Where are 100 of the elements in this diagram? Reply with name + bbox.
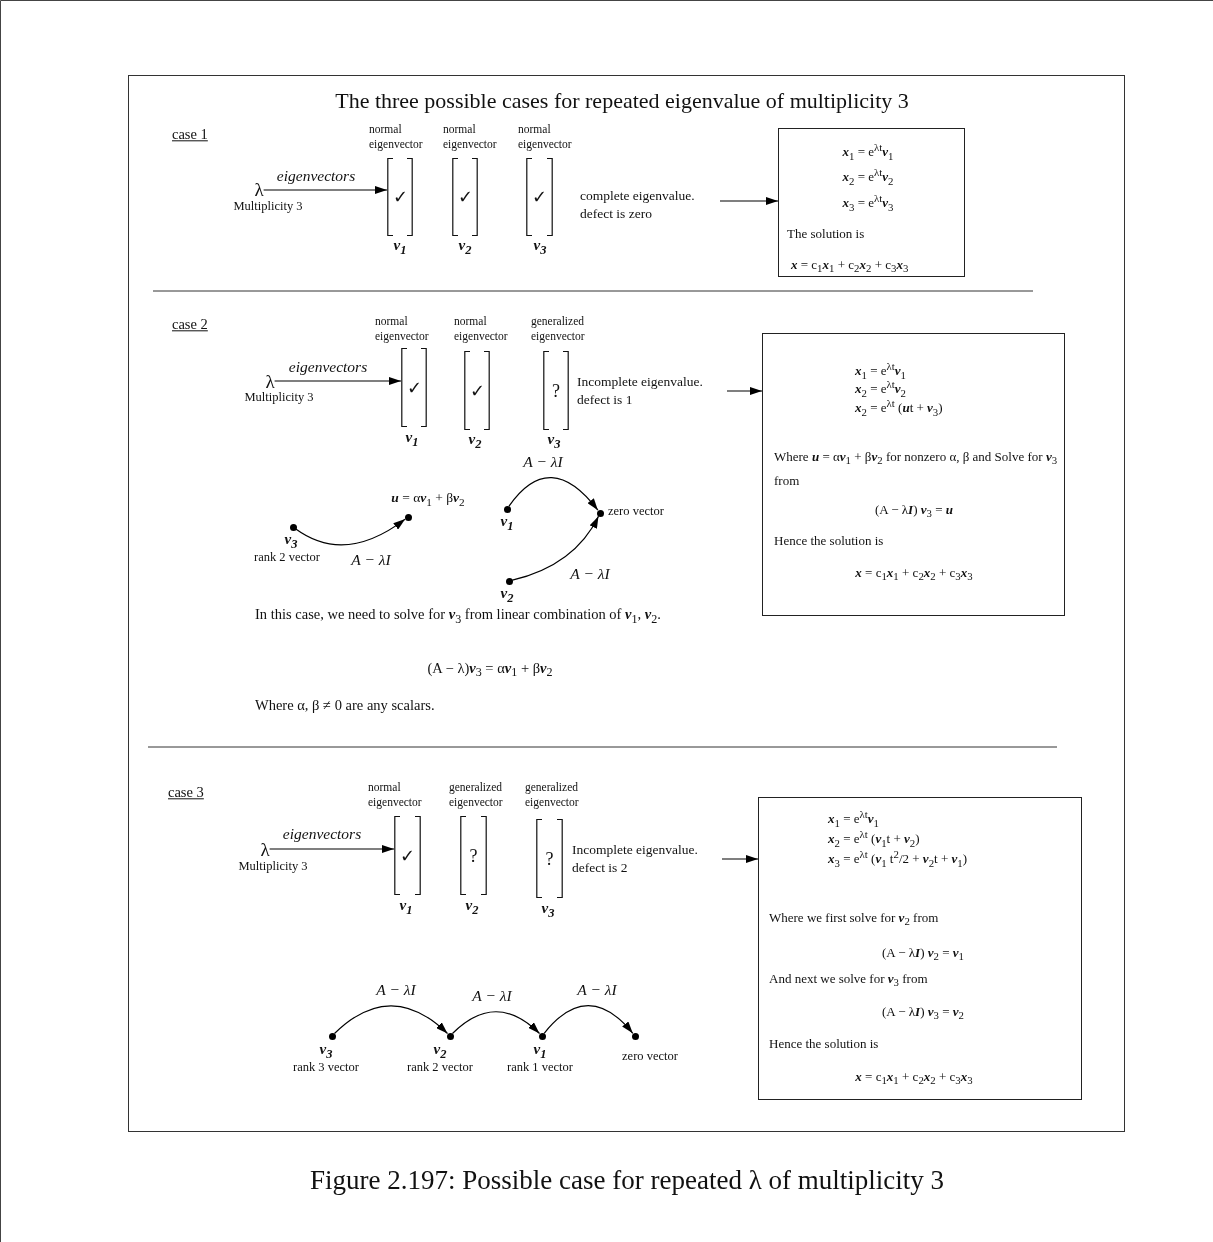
vector-entry: ✓ bbox=[399, 844, 416, 867]
case-heading: case 2 bbox=[172, 316, 208, 334]
arrow bbox=[295, 518, 406, 546]
point-dot bbox=[538, 1032, 546, 1040]
point-dot bbox=[505, 577, 513, 585]
formula: x$_{3}$ = e$^{λt}$ (v$_{1}$ t$^{2}$/2 + v$_{2}$t + v$_{1}$) bbox=[828, 848, 968, 870]
point-dot bbox=[631, 1032, 639, 1040]
arrow bbox=[726, 387, 763, 395]
paragraph: Where α, β ≠ 0 are any scalars. bbox=[255, 696, 436, 715]
formula: (A − λ)v$_{3}$ = αv$_{1}$ + βv$_{2}$ bbox=[427, 658, 553, 682]
annotation-text: zero vector bbox=[608, 503, 664, 519]
solution-text: The solution is bbox=[787, 226, 865, 242]
vector-type-label: generalized eigenvector bbox=[449, 780, 504, 810]
arrow bbox=[451, 1011, 541, 1035]
paragraph: In this case, we need to solve for v$_{3}$ from linear combination of v$_{1}$, v$_{2}$. bbox=[255, 605, 662, 628]
column-vector-bracket bbox=[401, 348, 427, 427]
arrow bbox=[274, 377, 402, 385]
column-vector-bracket bbox=[452, 158, 478, 236]
formula: x$_{1}$ = e$^{λt}$v$_{1}$ bbox=[828, 808, 879, 830]
vector-name: v$_{1}$ bbox=[533, 1040, 547, 1062]
arrow bbox=[263, 186, 388, 194]
vector-entry: ✓ bbox=[468, 379, 486, 402]
annotation-text: zero vector bbox=[622, 1048, 678, 1064]
vector-name: v$_{2}$ bbox=[458, 236, 472, 258]
formula: (A − λI) v$_{3}$ = u bbox=[874, 501, 954, 521]
solution-text: x = c$_{1}$x$_{1}$ + c$_{2}$x$_{2}$ + c$_{3}$x$_{3}$ bbox=[791, 256, 909, 276]
formula: x = c$_{1}$x$_{1}$ + c$_{2}$x$_{2}$ + c$_{3}$x$_{3}$ bbox=[855, 1068, 973, 1088]
column-vector-bracket bbox=[526, 158, 553, 236]
arrow bbox=[508, 476, 599, 511]
formula: (A − λI) v$_{2}$ = v$_{1}$ bbox=[882, 944, 964, 964]
arrow bbox=[269, 845, 395, 853]
column-vector-bracket bbox=[387, 158, 413, 236]
point-dot bbox=[446, 1032, 454, 1040]
vector-name: v$_{2}$ bbox=[468, 430, 482, 452]
solution-text: Hence the solution is bbox=[769, 1036, 879, 1052]
annotation-text: rank 2 vector bbox=[407, 1059, 473, 1075]
column-vector-bracket bbox=[394, 816, 421, 895]
vector-type-label: generalized eigenvector bbox=[531, 314, 586, 344]
formula: x$_{2}$ = e$^{λt}$v$_{2}$ bbox=[842, 166, 894, 188]
case-heading: case 3 bbox=[168, 784, 204, 802]
annotation-text: rank 3 vector bbox=[293, 1059, 359, 1075]
point-dot bbox=[328, 1032, 336, 1040]
solution-text: Hence the solution is bbox=[774, 533, 884, 549]
eigenvalue-note: complete eigenvalue. defect is zero bbox=[580, 187, 720, 223]
point-dot bbox=[503, 505, 511, 513]
column-vector-bracket bbox=[464, 351, 490, 430]
arrow bbox=[333, 1005, 449, 1035]
point-dot bbox=[596, 509, 604, 517]
annotation-text: rank 1 vector bbox=[507, 1059, 573, 1075]
vector-entry: ✓ bbox=[405, 376, 423, 399]
arrow bbox=[719, 197, 779, 205]
vector-type-label: normal eigenvector bbox=[443, 122, 498, 152]
eigenvalue-note: Incomplete eigenvalue. defect is 1 bbox=[577, 373, 727, 409]
point-dot bbox=[404, 513, 412, 521]
solution-box bbox=[778, 128, 965, 277]
title: The three possible cases for repeated eigenvalue of multiplicity 3 bbox=[335, 87, 909, 115]
case-heading: case 1 bbox=[172, 126, 208, 144]
formula: x$_{1}$ = e$^{λt}$v$_{1}$ bbox=[855, 360, 906, 381]
solution-text: And next we solve for v$_{3}$ from bbox=[769, 970, 928, 990]
vector-name: v$_{1}$ bbox=[405, 428, 419, 450]
solution-box bbox=[758, 797, 1082, 1100]
arrow bbox=[543, 1005, 634, 1034]
vector-type-label: normal eigenvector bbox=[375, 314, 430, 344]
formula: (A − λI) v$_{3}$ = v$_{2}$ bbox=[882, 1003, 964, 1023]
solution-box bbox=[762, 333, 1065, 616]
vector-name: v$_{2}$ bbox=[433, 1040, 447, 1062]
vector-entry: ✓ bbox=[456, 186, 474, 208]
formula: x$_{2}$ = e$^{λt}$v$_{2}$ bbox=[855, 378, 906, 400]
column-vector-bracket bbox=[536, 819, 563, 898]
vector-type-label: normal eigenvector bbox=[368, 780, 423, 810]
point-dot bbox=[289, 523, 297, 531]
vector-entry: ? bbox=[551, 380, 561, 401]
vector-type-label: normal eigenvector bbox=[369, 122, 424, 152]
vector-entry: ✓ bbox=[531, 186, 548, 208]
arrow bbox=[721, 855, 759, 863]
vector-name: v$_{1}$ bbox=[399, 896, 413, 918]
vector-name: v$_{1}$ bbox=[393, 236, 407, 258]
vector-entry: ? bbox=[468, 845, 479, 866]
vector-type-label: normal eigenvector bbox=[518, 122, 573, 152]
vector-name: v$_{2}$ bbox=[500, 584, 514, 606]
column-vector-bracket bbox=[543, 351, 569, 430]
vector-entry: ? bbox=[544, 848, 555, 869]
vector-name: v$_{3}$ bbox=[541, 899, 555, 921]
formula: x$_{2}$ = e$^{λt}$ (v$_{1}$t + v$_{2}$) bbox=[828, 828, 920, 850]
eigenvalue-note: Incomplete eigenvalue. defect is 2 bbox=[572, 841, 722, 877]
vector-type-label: normal eigenvector bbox=[454, 314, 509, 344]
formula: x$_{3}$ = e$^{λt}$v$_{3}$ bbox=[842, 192, 894, 214]
vector-name: v$_{3}$ bbox=[547, 430, 561, 452]
arrow bbox=[511, 515, 600, 581]
vector-name: v$_{3}$ bbox=[319, 1040, 333, 1062]
vector-name: v$_{3}$ bbox=[533, 236, 547, 258]
vector-type-label: generalized eigenvector bbox=[525, 780, 580, 810]
annotation-text: rank 2 vector bbox=[254, 549, 320, 565]
solution-text: Where we first solve for v$_{2}$ from bbox=[769, 909, 939, 929]
column-vector-bracket bbox=[460, 816, 487, 895]
vector-name: v$_{1}$ bbox=[500, 512, 514, 534]
vector-name: v$_{3}$ bbox=[284, 530, 298, 552]
formula: u = αv$_{1}$ + βv$_{2}$ bbox=[391, 490, 465, 510]
vector-name: v$_{2}$ bbox=[465, 896, 479, 918]
formula: x$_{2}$ = e$^{λt}$ (ut + v$_{3}$) bbox=[855, 397, 943, 419]
